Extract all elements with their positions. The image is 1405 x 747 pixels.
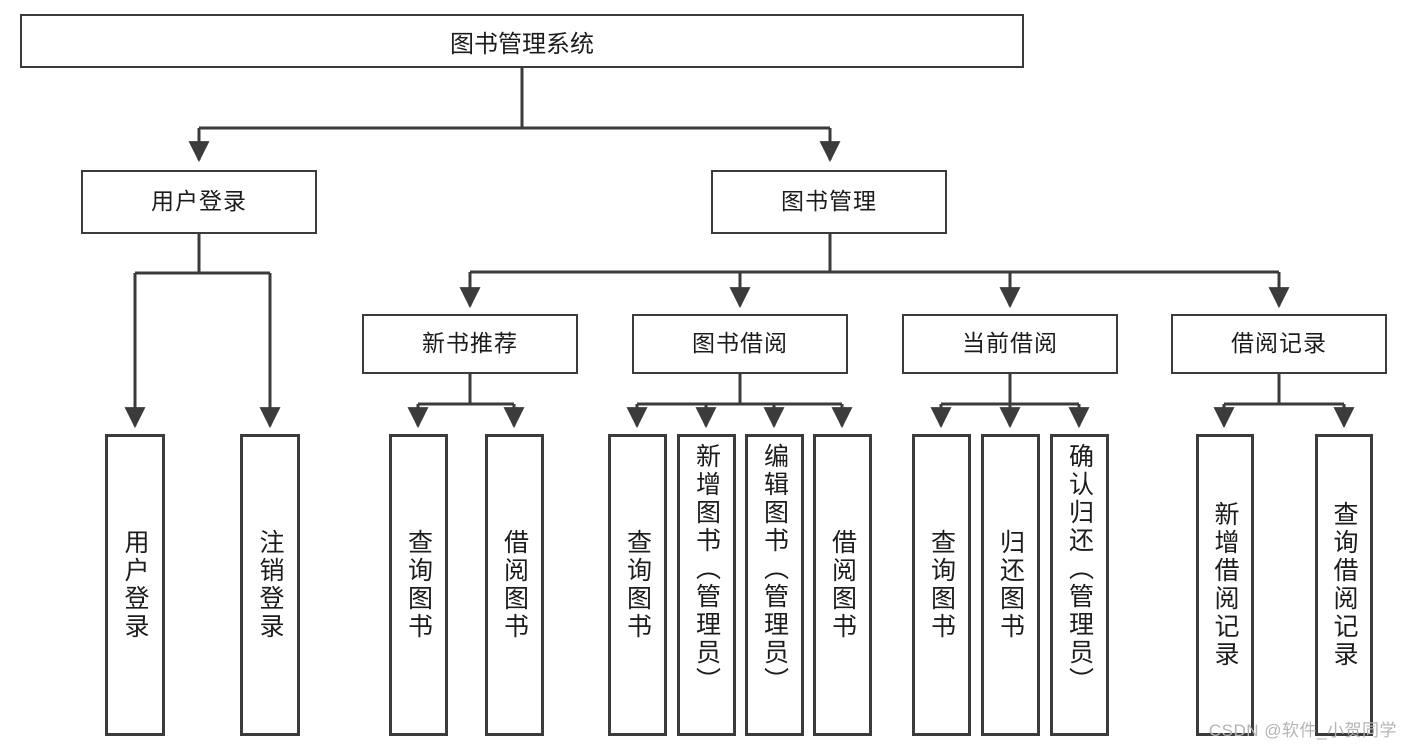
node-new-book-recommendation[interactable]: 新书推荐 [362,314,578,374]
leaf-label: 查询图书 [623,529,652,641]
leaf-cur-confirm-return[interactable]: 确认归还（管理员） [1050,434,1109,736]
leaf-logout[interactable]: 注销登录 [240,434,300,736]
node-current-borrow[interactable]: 当前借阅 [902,314,1118,374]
leaf-label: 借阅图书 [828,529,857,641]
leaf-label: 新增借阅记录 [1211,501,1239,669]
leaf-borrow-query-book[interactable]: 查询图书 [608,434,667,736]
node-book-management[interactable]: 图书管理 [711,170,947,234]
node-user-login[interactable]: 用户登录 [81,170,317,234]
leaf-label: 归还图书 [996,529,1025,641]
leaf-rec-query-book[interactable]: 查询图书 [389,434,448,736]
leaf-label: 查询图书 [404,529,433,641]
node-borrow-record[interactable]: 借阅记录 [1171,314,1387,374]
node-label: 借阅记录 [1231,330,1327,357]
node-label: 用户登录 [151,188,247,215]
leaf-label: 编辑图书（管理员） [760,443,789,695]
leaf-borrow-edit-book[interactable]: 编辑图书（管理员） [745,434,804,736]
leaf-borrow-add-book[interactable]: 新增图书（管理员） [677,434,736,736]
node-root-system[interactable]: 图书管理系统 [20,14,1024,68]
leaf-label: 用户登录 [121,529,149,641]
leaf-label: 查询借阅记录 [1330,501,1358,669]
node-label: 图书管理 [781,188,877,215]
leaf-label: 注销登录 [256,529,284,641]
node-label: 图书借阅 [692,330,788,357]
leaf-label: 新增图书（管理员） [692,443,721,695]
leaf-cur-return-book[interactable]: 归还图书 [981,434,1040,736]
leaf-rec-borrow-book[interactable]: 借阅图书 [485,434,544,736]
leaf-login-user[interactable]: 用户登录 [105,434,165,736]
leaf-label: 查询图书 [927,529,956,641]
leaf-query-borrow-record[interactable]: 查询借阅记录 [1315,434,1373,736]
leaf-add-borrow-record[interactable]: 新增借阅记录 [1196,434,1254,736]
node-book-borrow[interactable]: 图书借阅 [632,314,848,374]
leaf-borrow-borrow-book[interactable]: 借阅图书 [813,434,872,736]
leaf-cur-query-book[interactable]: 查询图书 [912,434,971,736]
node-label: 当前借阅 [962,330,1058,357]
csdn-watermark: CSDN @软件_小贺同学 [1208,721,1397,740]
node-label: 新书推荐 [422,330,518,357]
node-label: 图书管理系统 [450,30,594,58]
leaf-label: 借阅图书 [500,529,529,641]
leaf-label: 确认归还（管理员） [1065,443,1094,695]
